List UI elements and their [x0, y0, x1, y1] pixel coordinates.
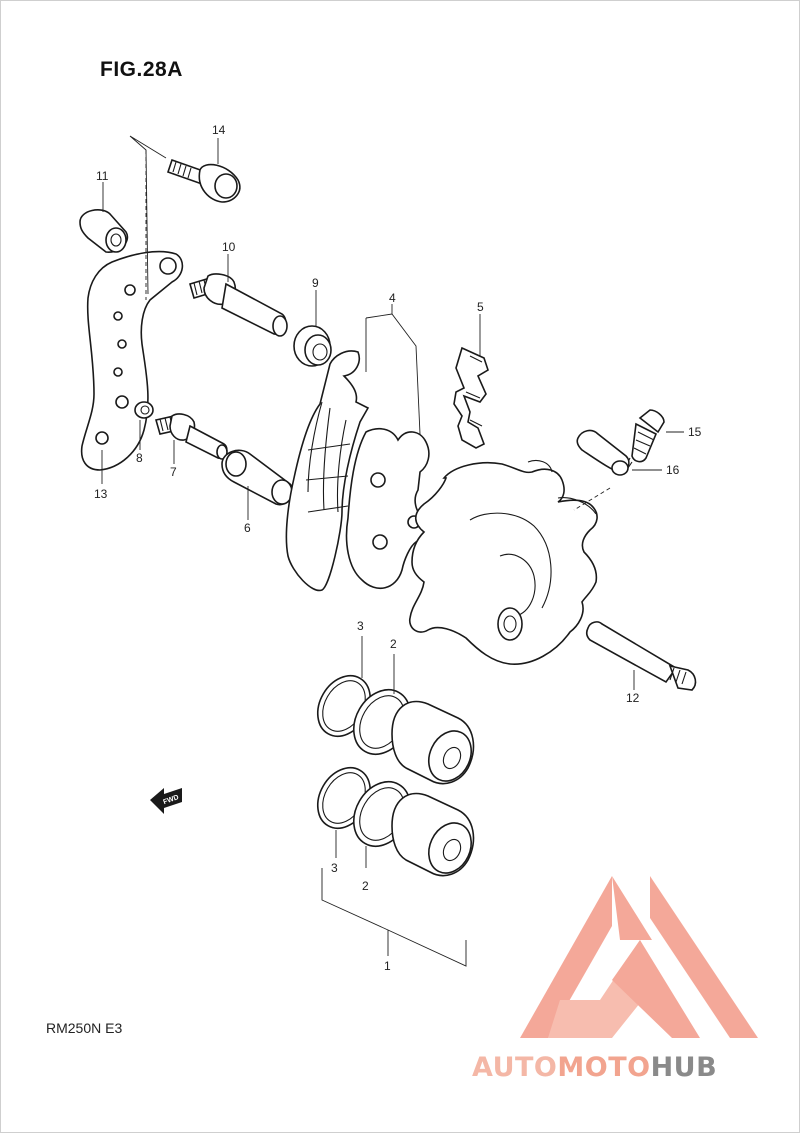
ref-3-lower: 3 — [331, 861, 338, 875]
ref-3-upper: 3 — [357, 619, 364, 633]
reference-numbers: 14 11 10 9 4 5 15 16 8 7 6 13 12 3 2 3 2… — [94, 123, 702, 973]
ref-11: 11 — [96, 169, 109, 183]
ref-9: 9 — [312, 276, 319, 290]
ref-7: 7 — [170, 465, 177, 479]
model-code: RM250N E3 — [46, 1020, 123, 1036]
ref-10: 10 — [222, 240, 236, 254]
ref-5: 5 — [477, 300, 484, 314]
fwd-arrow-icon: FWD — [150, 788, 182, 814]
ref-1: 1 — [384, 959, 391, 973]
ref-6: 6 — [244, 521, 251, 535]
part-5-pad-spring — [453, 346, 489, 449]
part-14-bleeder — [627, 409, 665, 469]
part-10-slide-pin — [189, 273, 288, 337]
ref-16: 14 — [212, 123, 226, 137]
part-6-boot-pin — [221, 449, 294, 506]
part-15-bleeder-cap — [576, 429, 630, 476]
part-11-collar — [79, 209, 129, 253]
piston-set-upper — [316, 675, 475, 785]
part-13-bracket — [80, 250, 184, 471]
watermark-moto: MOTO — [557, 1052, 651, 1083]
ref-12: 12 — [626, 691, 640, 705]
ref-15: 16 — [666, 463, 680, 477]
ref-8: 8 — [136, 451, 143, 465]
ref-2-lower: 2 — [362, 879, 369, 893]
ref-2-upper: 2 — [390, 637, 397, 651]
caliper-body — [408, 459, 598, 665]
part-7-pin-bolt — [154, 413, 228, 460]
watermark-text: AUTOMOTOHUB — [472, 1052, 717, 1083]
part-16-bolt — [166, 158, 241, 203]
part-4-brake-pads — [285, 350, 430, 592]
watermark-logo — [520, 876, 758, 1038]
piston-set-lower — [316, 767, 475, 877]
leader-lines — [101, 135, 684, 967]
ref-13: 13 — [94, 487, 108, 501]
ref-14: 15 — [688, 425, 702, 439]
ref-4: 4 — [389, 291, 396, 305]
watermark-hub: HUB — [650, 1052, 718, 1083]
watermark-auto: AUTO — [472, 1052, 558, 1083]
part-12-pin — [585, 621, 697, 691]
figure-title: FIG.28A — [100, 58, 183, 81]
part-8-washer — [134, 401, 154, 419]
part-9-boot — [293, 325, 332, 367]
